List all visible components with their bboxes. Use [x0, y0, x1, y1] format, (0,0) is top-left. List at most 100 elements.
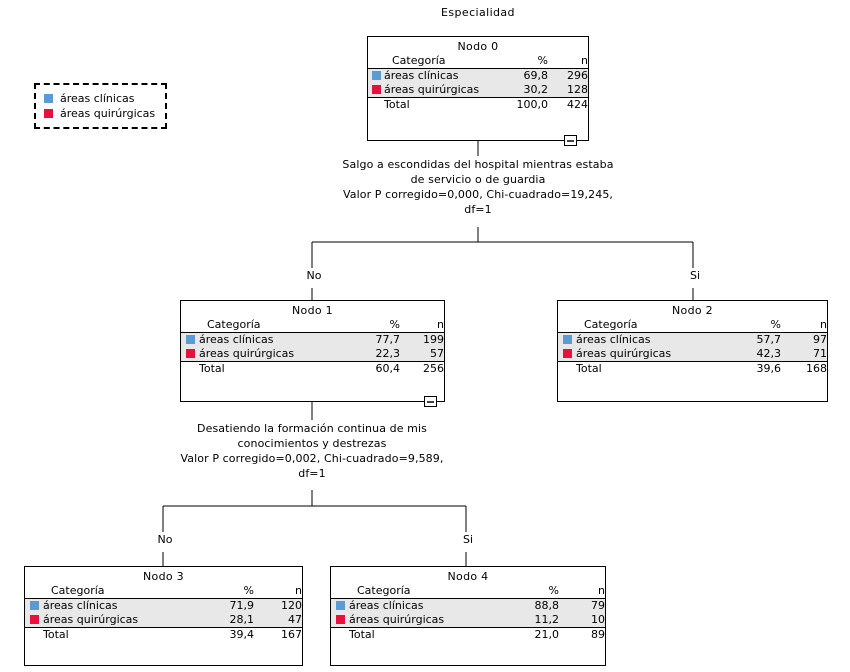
- split-label-node1: Desatiendo la formación continua de mis …: [112, 421, 512, 481]
- edge-label-si-2: Si: [446, 533, 490, 546]
- row-n: 120: [281, 599, 302, 612]
- row-n: 79: [591, 599, 605, 612]
- header-n: n: [781, 318, 827, 333]
- row-percent: 57,7: [756, 333, 782, 346]
- table-total-row: Total 39,4 167: [25, 628, 302, 643]
- total-n: 424: [567, 98, 588, 111]
- table-header-row: Categoría % n: [25, 584, 302, 599]
- total-label: Total: [349, 628, 375, 641]
- row-swatch-clinicas: [185, 335, 195, 344]
- row-swatch-clinicas: [29, 601, 39, 610]
- node-title: Nodo 4: [447, 570, 489, 583]
- row-label: áreas clínicas: [43, 599, 118, 612]
- table-row: áreas quirúrgicas 28,1 47: [25, 613, 302, 628]
- table-total-row: Total 60,4 256: [181, 362, 444, 377]
- split-line: de servicio o de guardia: [410, 173, 546, 186]
- table-total-row: Total 21,0 89: [331, 628, 605, 643]
- row-percent: 77,7: [375, 333, 401, 346]
- edge-label-si-1: Si: [673, 269, 717, 282]
- split-line: conocimientos y destrezas: [237, 437, 387, 450]
- split-line: Desatiendo la formación continua de mis: [197, 422, 427, 435]
- row-n: 71: [781, 347, 827, 362]
- collapse-toggle-node-0[interactable]: [564, 135, 577, 146]
- total-n: 89: [591, 628, 605, 641]
- node-nodo-4[interactable]: Nodo 4 Categoría % n áreas clínicas 88,8…: [330, 566, 606, 666]
- row-label: áreas clínicas: [384, 69, 459, 82]
- total-label: Total: [199, 362, 225, 375]
- node-nodo-1[interactable]: Nodo 1 Categoría % n áreas clínicas 77,7…: [180, 300, 445, 402]
- legend-item-quirurgicas: áreas quirúrgicas: [44, 106, 155, 121]
- node-stats-table: Categoría % n áreas clínicas 57,7 97 áre…: [558, 318, 827, 376]
- node-nodo-0[interactable]: Nodo 0 Categoría % n áreas clínicas 69,8…: [367, 36, 589, 141]
- row-n: 47: [254, 613, 302, 628]
- row-percent: 88,8: [534, 599, 560, 612]
- node-stats-table: Categoría % n áreas clínicas 69,8 296 ár…: [368, 54, 588, 112]
- row-label: áreas quirúrgicas: [43, 613, 210, 628]
- table-row: áreas quirúrgicas 42,3 71: [558, 347, 827, 362]
- row-n: 57: [400, 347, 444, 362]
- node-stats-table: Categoría % n áreas clínicas 71,9 120 ár…: [25, 584, 302, 642]
- row-label: áreas quirúrgicas: [349, 613, 515, 628]
- header-categoria: Categoría: [576, 318, 737, 333]
- legend-label-clinicas: áreas clínicas: [60, 92, 135, 105]
- row-n: 296: [567, 69, 588, 82]
- legend-item-clinicas: áreas clínicas: [44, 91, 155, 106]
- collapse-toggle-node-1[interactable]: [424, 396, 437, 407]
- header-percent: %: [210, 584, 254, 599]
- header-percent: %: [515, 584, 559, 599]
- total-n: 167: [281, 628, 302, 641]
- legend-swatch-clinicas: [44, 94, 53, 103]
- table-row: áreas clínicas 69,8 296: [368, 68, 588, 83]
- header-categoria: Categoría: [384, 54, 504, 69]
- row-swatch-clinicas: [335, 601, 345, 610]
- row-percent: 28,1: [210, 613, 254, 628]
- table-header-row: Categoría % n: [181, 318, 444, 333]
- node-nodo-2[interactable]: Nodo 2 Categoría % n áreas clínicas 57,7…: [557, 300, 828, 402]
- table-total-row: Total 100,0 424: [368, 98, 588, 113]
- row-swatch-quirurgicas: [29, 615, 39, 624]
- row-percent: 71,9: [229, 599, 255, 612]
- page-title: Especialidad: [441, 6, 515, 19]
- header-percent: %: [737, 318, 781, 333]
- total-label: Total: [384, 98, 410, 111]
- header-categoria: Categoría: [349, 584, 515, 599]
- split-line: Valor P corregido=0,002, Chi-cuadrado=9,…: [180, 452, 444, 465]
- row-percent: 42,3: [737, 347, 781, 362]
- row-label: áreas quirúrgicas: [384, 83, 504, 98]
- table-row: áreas clínicas 57,7 97: [558, 332, 827, 347]
- header-percent: %: [356, 318, 400, 333]
- split-label-root: Salgo a escondidas del hospital mientras…: [278, 157, 678, 217]
- header-n: n: [400, 318, 444, 333]
- split-line: df=1: [298, 467, 326, 480]
- row-swatch-clinicas: [371, 71, 381, 80]
- row-swatch-quirurgicas: [562, 349, 572, 358]
- node-nodo-3[interactable]: Nodo 3 Categoría % n áreas clínicas 71,9…: [24, 566, 303, 666]
- header-categoria: Categoría: [43, 584, 210, 599]
- total-percent: 39,6: [756, 362, 782, 375]
- table-row: áreas clínicas 77,7 199: [181, 332, 444, 347]
- table-total-row: Total 39,6 168: [558, 362, 827, 377]
- node-title: Nodo 2: [672, 304, 713, 317]
- node-stats-table: Categoría % n áreas clínicas 88,8 79 áre…: [331, 584, 605, 642]
- node-title: Nodo 1: [292, 304, 333, 317]
- table-row: áreas quirúrgicas 11,2 10: [331, 613, 605, 628]
- row-swatch-quirurgicas: [371, 85, 381, 94]
- total-n: 256: [423, 362, 444, 375]
- node-stats-table: Categoría % n áreas clínicas 77,7 199 ár…: [181, 318, 444, 376]
- table-row: áreas clínicas 71,9 120: [25, 598, 302, 613]
- row-swatch-quirurgicas: [335, 615, 345, 624]
- legend-swatch-quirurgicas: [44, 109, 53, 118]
- row-n: 97: [813, 333, 827, 346]
- total-percent: 39,4: [229, 628, 255, 641]
- row-n: 199: [423, 333, 444, 346]
- split-line: Valor P corregido=0,000, Chi-cuadrado=19…: [342, 188, 614, 201]
- legend: áreas clínicas áreas quirúrgicas: [34, 83, 168, 129]
- row-swatch-clinicas: [562, 335, 572, 344]
- table-header-row: Categoría % n: [368, 54, 588, 69]
- total-percent: 60,4: [375, 362, 401, 375]
- header-n: n: [559, 584, 605, 599]
- row-percent: 69,8: [523, 69, 549, 82]
- node-title: Nodo 0: [457, 40, 499, 53]
- table-row: áreas quirúrgicas 30,2 128: [368, 83, 588, 98]
